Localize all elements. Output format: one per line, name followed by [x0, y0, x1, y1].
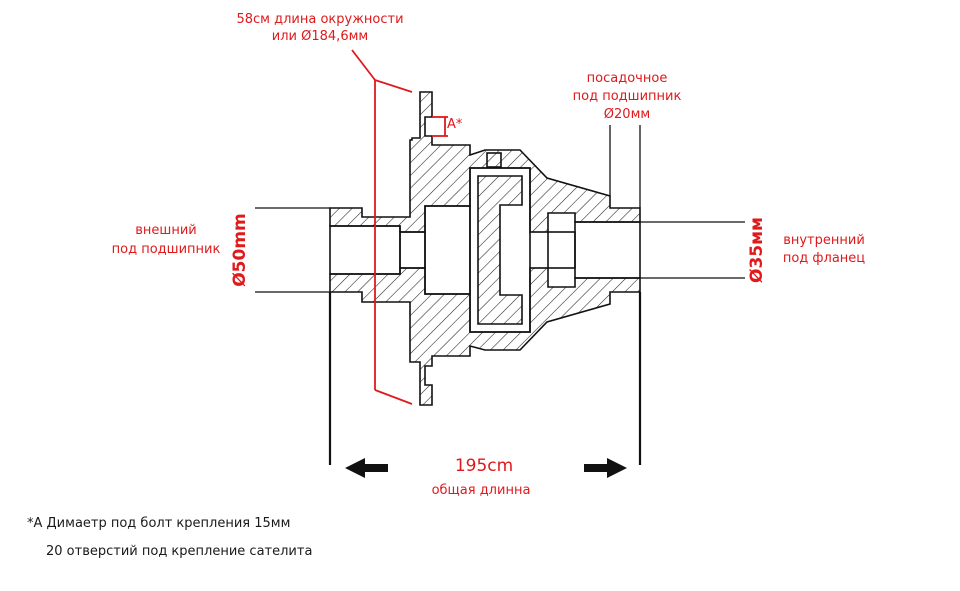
- left-shaft: [255, 207, 330, 293]
- inner-flange-label-2: под фланец: [783, 251, 865, 266]
- length-dimension: [328, 292, 642, 478]
- seat-label-2: под подшипник: [573, 89, 682, 104]
- seat-label-1: посадочное: [587, 71, 668, 86]
- inner-flange-label-1: внутренний: [783, 233, 865, 248]
- circumference-label-2: или Ø184,6мм: [272, 29, 368, 44]
- bolt-label: A*: [447, 117, 463, 132]
- inner-diameter-label: Ø35мм: [747, 217, 767, 283]
- outer-bearing-label-2: под подшипник: [112, 242, 221, 257]
- right-shaft: [640, 221, 745, 279]
- footnote-holes: 20 отверстий под крепление сателита: [46, 544, 312, 559]
- outer-diameter-label: Ø50mm: [230, 213, 250, 287]
- outer-bearing-label-1: внешний: [135, 223, 196, 238]
- seat-label-3: Ø20мм: [604, 107, 650, 122]
- length-caption: общая длинна: [432, 483, 531, 498]
- bore-outlines: [329, 167, 641, 333]
- bolt-hole-marker: [432, 116, 448, 137]
- circumference-marker: [351, 49, 413, 405]
- circumference-label-1: 58см длина окружности: [236, 12, 403, 27]
- satellite-gear: [477, 152, 523, 325]
- arrow-right-icon: [584, 458, 627, 478]
- length-value: 195cm: [455, 456, 513, 476]
- seat-marker: [609, 125, 641, 208]
- footnote-bolt: *A Димаетр под болт крепления 15мм: [27, 516, 290, 531]
- arrow-left-icon: [345, 458, 388, 478]
